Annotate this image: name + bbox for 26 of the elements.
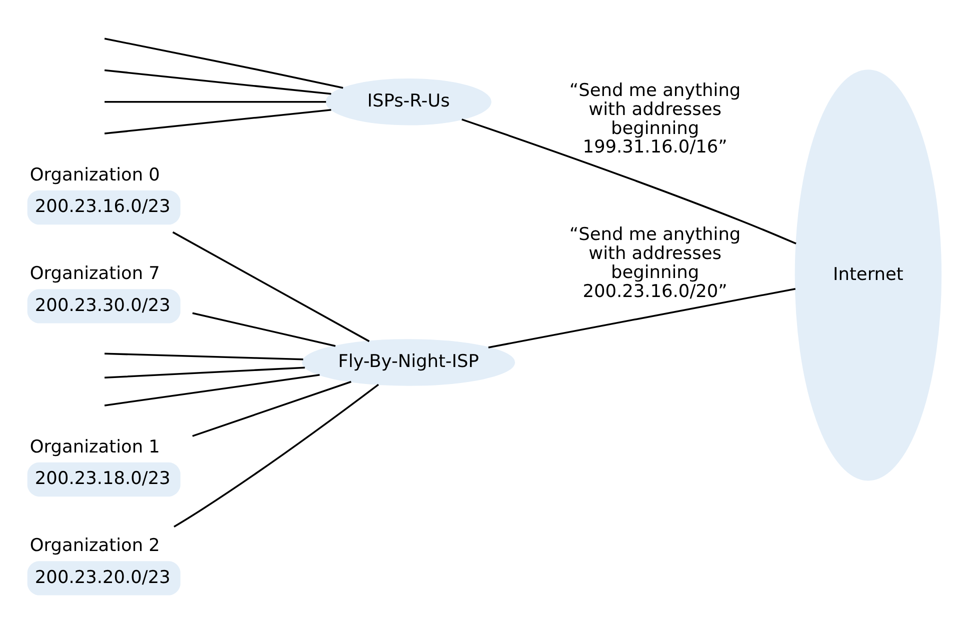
connector (104, 101, 326, 103)
node-box: 200.23.18.0/23 (26, 462, 180, 497)
node-label: Organization 7 (29, 264, 160, 284)
connector (104, 38, 343, 89)
connector (488, 288, 796, 348)
node-label: Organization 2 (29, 536, 160, 556)
edge-label: “Send me anything with addresses beginning 200.23.16.0/20” (568, 225, 740, 302)
node-box: 200.23.16.0/23 (26, 190, 180, 225)
connector (104, 366, 304, 379)
node-label: Organization 0 (29, 166, 160, 186)
connector (104, 374, 320, 406)
connector (461, 118, 796, 244)
connector (192, 312, 336, 347)
connector (104, 69, 331, 95)
node-ellipse: Fly-By-Night-ISP (302, 339, 515, 386)
node-ellipse: Internet (794, 70, 942, 481)
node-ellipse: ISPs-R-Us (325, 78, 491, 126)
node-box: 200.23.30.0/23 (26, 289, 180, 324)
connector (104, 108, 331, 134)
node-label: Organization 1 (29, 438, 160, 458)
node-box: 200.23.20.0/23 (26, 561, 180, 596)
connector (172, 231, 370, 342)
edge-label: “Send me anything with addresses beginning 199.31.16.0/16” (568, 80, 740, 158)
connector (104, 352, 303, 360)
connector (192, 380, 351, 437)
connector (173, 384, 378, 528)
